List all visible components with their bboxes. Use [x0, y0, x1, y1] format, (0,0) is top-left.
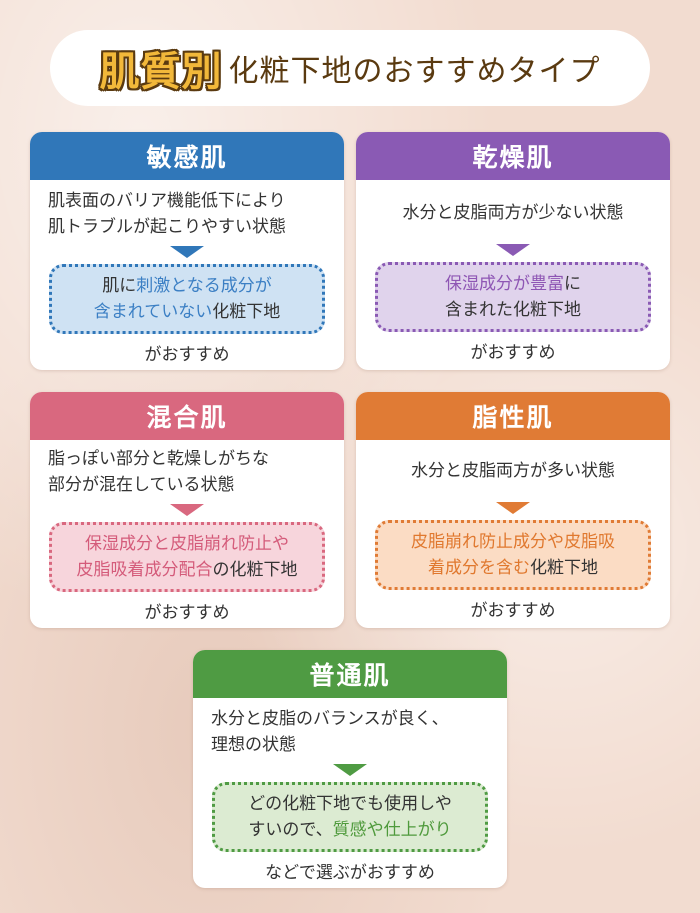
- rec-line: 着成分を含む化粧下地: [428, 558, 598, 578]
- rec-line: どの化粧下地でも使用しや: [248, 794, 452, 814]
- rec-line: 保湿成分と皮脂崩れ防止や: [85, 534, 289, 554]
- card-footer-oily: がおすすめ: [470, 601, 556, 621]
- card-oily-skin: 脂性肌 水分と皮脂両方が多い状態 皮脂崩れ防止成分や皮脂吸 着成分を含む化粧下地…: [356, 392, 670, 628]
- card-desc-normal: 水分と皮脂のバランスが良く、 理想の状態: [193, 698, 507, 758]
- title-accent: 肌質別: [99, 49, 223, 95]
- card-footer-combination: がおすすめ: [144, 603, 230, 623]
- card-desc-combination: 脂っぽい部分と乾燥しがちな 部分が混在している状態: [30, 440, 344, 498]
- card-desc-oily: 水分と皮脂両方が多い状態: [356, 440, 670, 484]
- desc-line: 肌トラブルが起こりやすい状態: [48, 217, 286, 237]
- desc-line: 理想の状態: [211, 735, 296, 755]
- card-combination-skin: 混合肌 脂っぽい部分と乾燥しがちな 部分が混在している状態 保湿成分と皮脂崩れ防…: [30, 392, 344, 628]
- title-banner: 肌質別 化粧下地のおすすめタイプ: [50, 30, 650, 106]
- card-header-dry: 乾燥肌: [356, 132, 670, 180]
- recommendation-box-sensitive: 肌に刺激となる成分が 含まれていない化粧下地: [49, 264, 325, 334]
- card-desc-dry: 水分と皮脂両方が少ない状態: [356, 180, 670, 226]
- desc-line: 脂っぽい部分と乾燥しがちな: [48, 449, 269, 469]
- rec-line: 皮脂崩れ防止成分や皮脂吸: [411, 532, 615, 552]
- card-header-oily: 脂性肌: [356, 392, 670, 440]
- desc-line: 水分と皮脂両方が多い状態: [411, 461, 615, 481]
- down-arrow-icon: [496, 502, 530, 514]
- card-header-combination: 混合肌: [30, 392, 344, 440]
- recommendation-box-combination: 保湿成分と皮脂崩れ防止や 皮脂吸着成分配合の化粧下地: [49, 522, 325, 592]
- down-arrow-icon: [170, 504, 204, 516]
- rec-line: 含まれていない化粧下地: [93, 302, 281, 322]
- rec-line: 皮脂吸着成分配合の化粧下地: [76, 560, 298, 580]
- down-arrow-icon: [496, 244, 530, 256]
- recommendation-box-normal: どの化粧下地でも使用しや すいので、質感や仕上がり: [212, 782, 488, 852]
- desc-line: 部分が混在している状態: [48, 475, 235, 495]
- card-header-normal: 普通肌: [193, 650, 507, 698]
- card-sensitive-skin: 敏感肌 肌表面のバリア機能低下により 肌トラブルが起こりやすい状態 肌に刺激とな…: [30, 132, 344, 370]
- card-desc-sensitive: 肌表面のバリア機能低下により 肌トラブルが起こりやすい状態: [30, 180, 344, 240]
- card-dry-skin: 乾燥肌 水分と皮脂両方が少ない状態 保湿成分が豊富に 含まれた化粧下地 がおすす…: [356, 132, 670, 370]
- card-footer-normal: などで選ぶがおすすめ: [265, 863, 435, 883]
- recommendation-box-dry: 保湿成分が豊富に 含まれた化粧下地: [375, 262, 651, 332]
- recommendation-box-oily: 皮脂崩れ防止成分や皮脂吸 着成分を含む化粧下地: [375, 520, 651, 590]
- rec-line: 含まれた化粧下地: [445, 300, 581, 320]
- title-text: 化粧下地のおすすめタイプ: [228, 54, 601, 89]
- card-normal-skin: 普通肌 水分と皮脂のバランスが良く、 理想の状態 どの化粧下地でも使用しや すい…: [193, 650, 507, 888]
- desc-line: 水分と皮脂両方が少ない状態: [402, 203, 624, 223]
- card-footer-sensitive: がおすすめ: [144, 345, 230, 365]
- card-header-sensitive: 敏感肌: [30, 132, 344, 180]
- card-footer-dry: がおすすめ: [470, 343, 556, 363]
- rec-line: すいので、質感や仕上がり: [248, 820, 452, 840]
- down-arrow-icon: [170, 246, 204, 258]
- rec-line: 肌に刺激となる成分が: [102, 276, 272, 296]
- desc-line: 肌表面のバリア機能低下により: [48, 191, 286, 211]
- rec-line: 保湿成分が豊富に: [445, 274, 581, 294]
- down-arrow-icon: [333, 764, 367, 776]
- desc-line: 水分と皮脂のバランスが良く、: [211, 709, 449, 729]
